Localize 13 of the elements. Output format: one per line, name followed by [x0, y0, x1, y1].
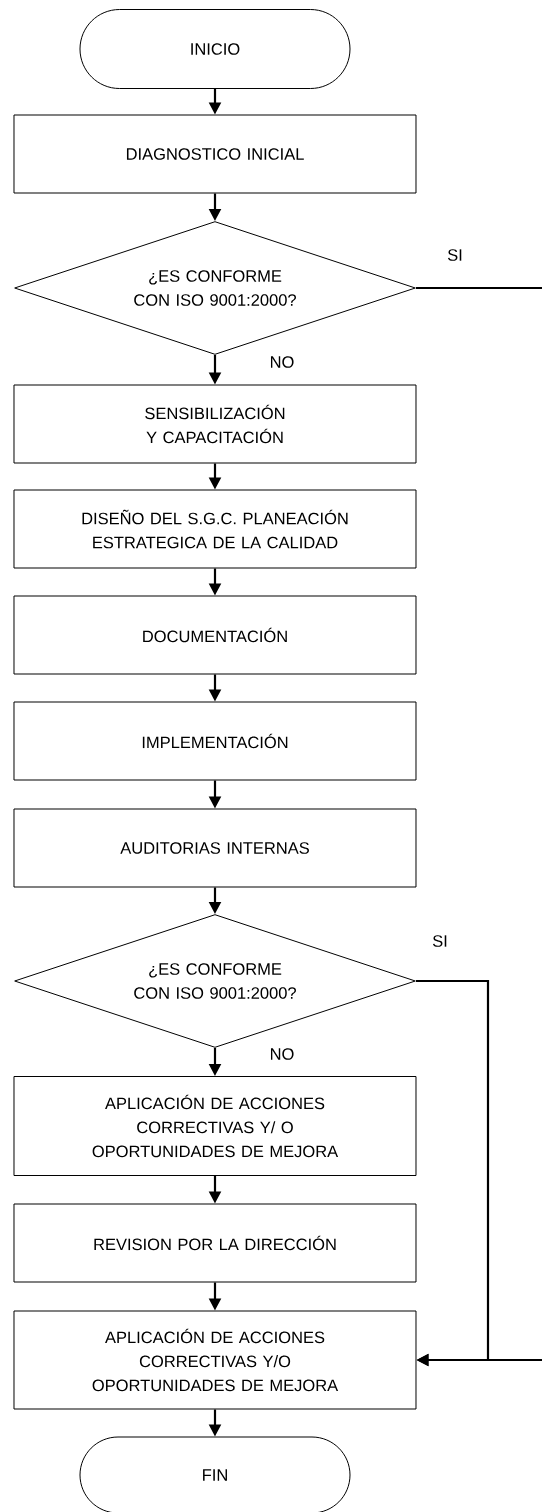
edge-label: NO	[268, 1047, 296, 1061]
edge-label: NO	[268, 355, 296, 369]
edge-label: SI	[446, 248, 464, 262]
edge-label: SI	[431, 934, 449, 948]
process-box: APLICACIÓN DE ACCIONES CORRECTIVAS Y/O OPORTUNIDADES DE MEJORA	[13, 1310, 417, 1410]
process-box: APLICACIÓN DE ACCIONES CORRECTIVAS Y/ O OPORTUNIDADES DE MEJORA	[13, 1076, 417, 1176]
process-box: SENSIBILIZACIÓN Y CAPACITACIÓN	[13, 384, 417, 464]
process-box: IMPLEMENTACIÓN	[13, 701, 417, 781]
process-box: DISEÑO DEL S.G.C. PLANEACIÓN ESTRATEGICA DE LA CALIDAD	[13, 489, 417, 569]
process-box: DOCUMENTACIÓN	[13, 595, 417, 675]
process-box: DIAGNOSTICO INICIAL	[13, 114, 417, 194]
process-box: REVISION POR LA DIRECCIÓN	[13, 1203, 417, 1283]
process-box: AUDITORIAS INTERNAS	[13, 808, 417, 888]
